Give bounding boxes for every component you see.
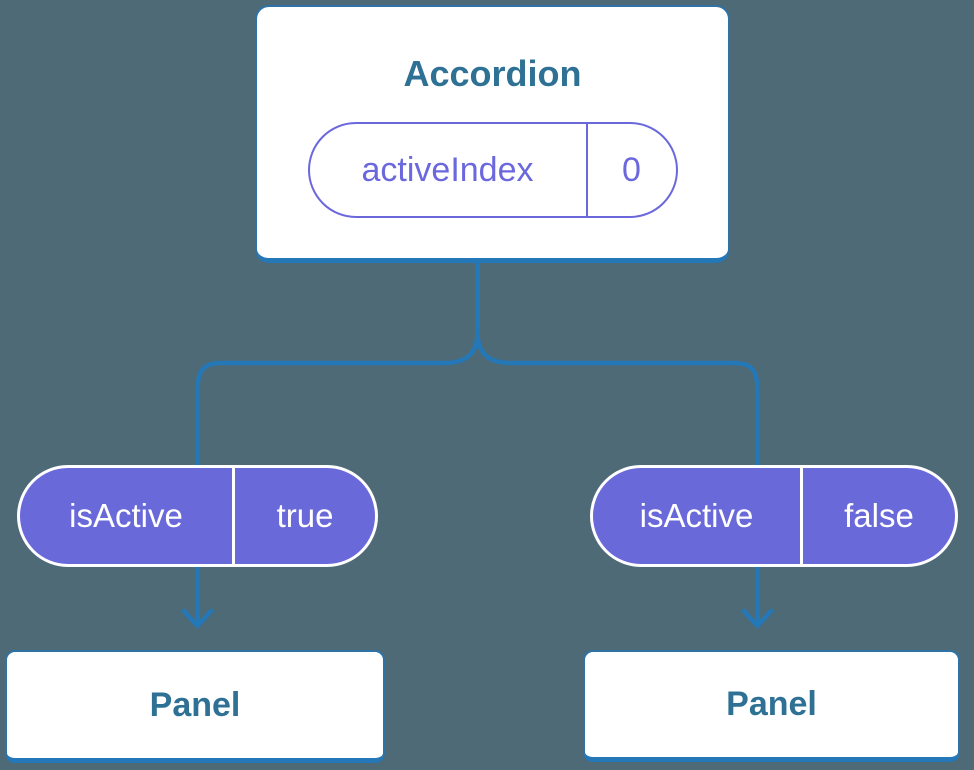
- accordion-card-title: Accordion: [403, 53, 582, 94]
- pill-divider: [800, 468, 803, 564]
- panel-card-right: Panel: [583, 650, 960, 762]
- panel-card-left: Panel: [5, 650, 385, 763]
- prop-value-label: 0: [622, 150, 641, 189]
- connector-branch-right: [475, 262, 760, 624]
- panel-card-title: Panel: [149, 685, 241, 724]
- prop-name-label: isActive: [69, 497, 183, 534]
- prop-name-label: activeIndex: [361, 150, 534, 189]
- active-index-pill: activeIndex 0: [307, 122, 678, 218]
- prop-value-label: true: [276, 497, 334, 534]
- accordion-card: Accordion activeIndex 0: [255, 5, 730, 263]
- is-active-pill-right: isActive false: [590, 465, 958, 567]
- prop-name-label: isActive: [639, 497, 754, 534]
- prop-value-label: false: [844, 497, 914, 534]
- pill-divider: [585, 124, 588, 216]
- arrow-down-icon: [181, 608, 214, 629]
- panel-card-title: Panel: [726, 685, 817, 723]
- pill-divider: [232, 468, 235, 564]
- is-active-pill-left: isActive true: [17, 465, 378, 567]
- arrow-down-icon: [741, 608, 774, 629]
- connector-branch-left: [195, 262, 480, 624]
